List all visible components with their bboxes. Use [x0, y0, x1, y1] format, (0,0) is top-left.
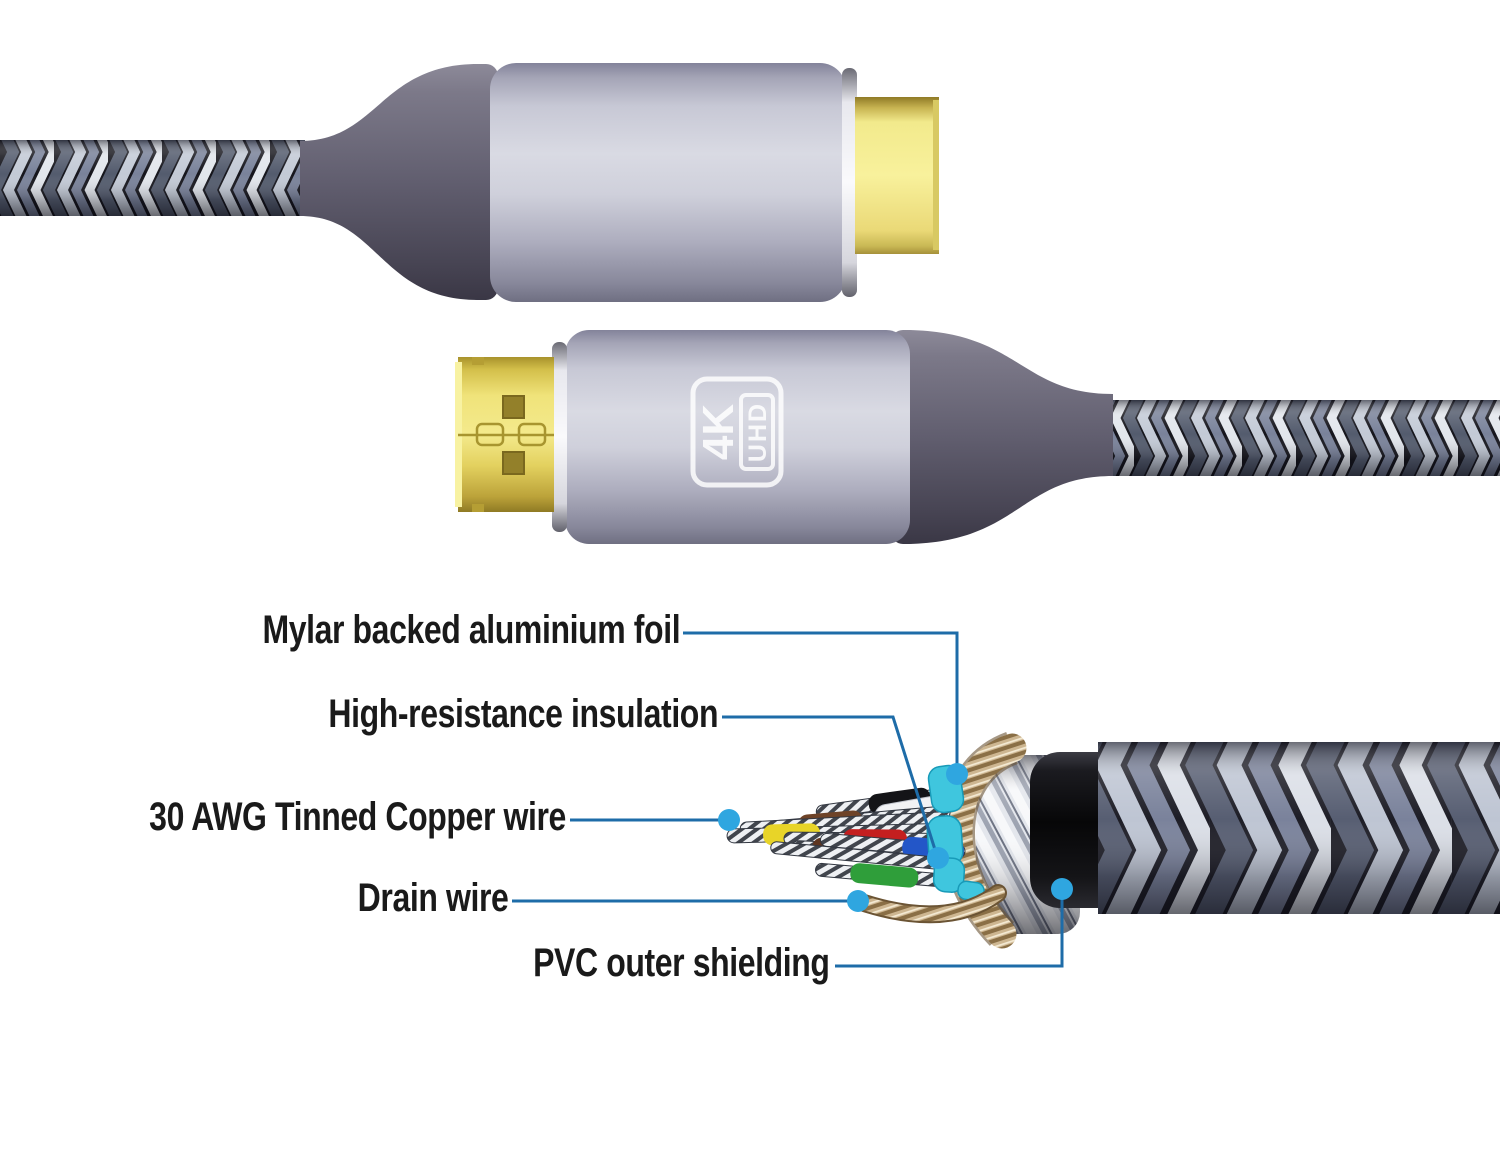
leader-pvc-shielding	[835, 891, 1064, 968]
plug-hole-bottom	[502, 451, 525, 475]
connector-body-mid	[565, 330, 910, 544]
strain-relief-right	[908, 330, 1113, 544]
badge-4k-text: 4K	[694, 404, 743, 460]
badge-uhd-text: UHD	[744, 402, 772, 462]
callout-dot	[718, 809, 740, 831]
label-copper-wire: 30 AWG Tinned Copper wire	[149, 795, 566, 839]
cable-cross-section	[726, 732, 1500, 949]
leader-mylar-foil	[683, 631, 959, 771]
leader-insulation	[722, 715, 939, 857]
plug-hole-top	[502, 395, 525, 419]
middle-cable-assembly: 4K UHD	[455, 330, 1500, 544]
connector-body-top	[490, 63, 846, 302]
label-drain-wire: Drain wire	[357, 876, 508, 920]
callout-dot	[847, 890, 869, 912]
wire-green	[815, 862, 961, 889]
4k-uhd-badge: 4K UHD	[690, 376, 784, 488]
plug-yellow-top	[855, 97, 939, 254]
callout-dot	[946, 763, 968, 785]
braided-cable-right	[1108, 400, 1500, 476]
callout-dot	[1051, 878, 1073, 900]
chrome-ring-mid	[552, 342, 567, 532]
label-mylar-foil: Mylar backed aluminium foil	[262, 608, 680, 652]
wire-sleeve-green	[850, 863, 919, 888]
callout-lines	[512, 631, 1073, 968]
callout-dot	[927, 847, 949, 869]
label-pvc-shielding: PVC outer shielding	[533, 941, 831, 985]
label-insulation: High-resistance insulation	[328, 692, 718, 736]
braided-cable-cutaway	[1098, 742, 1500, 914]
drain-wire-strand	[849, 884, 1007, 924]
hdmi-gold-plug	[455, 357, 554, 512]
top-cable-assembly	[0, 63, 939, 302]
braided-cable-left	[0, 140, 305, 216]
strain-relief-left	[300, 64, 478, 300]
chrome-ring-top	[842, 68, 857, 297]
